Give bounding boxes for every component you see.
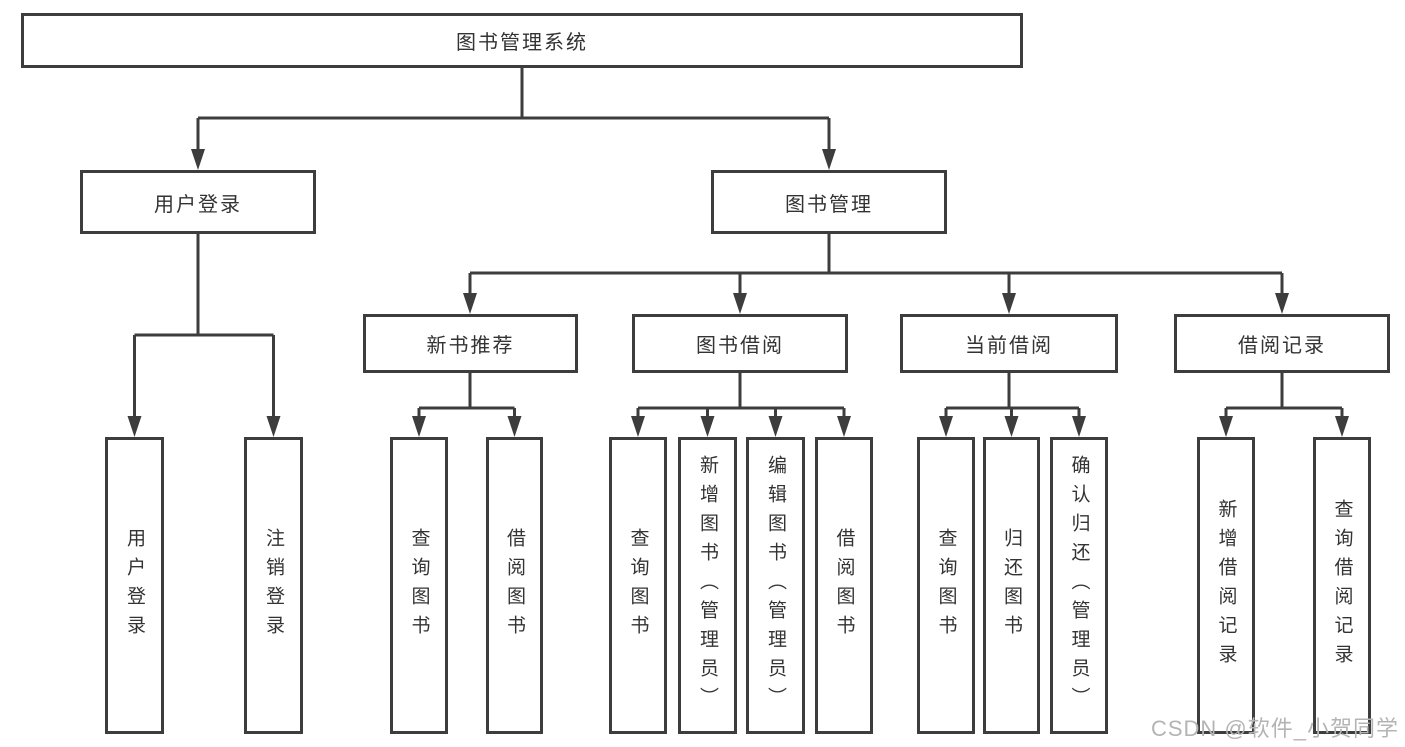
node-label: 查询借阅记录	[1331, 498, 1353, 673]
node-label: 查询图书	[627, 527, 649, 644]
node-label: 新增图书（管理员）	[697, 455, 718, 716]
leaf-borrow-query-books: 查询图书	[609, 437, 667, 734]
node-label: 确认归还（管理员）	[1068, 455, 1090, 716]
node-label: 用户登录	[124, 527, 145, 644]
node-label: 当前借阅	[965, 335, 1053, 357]
node-label: 图书管理系统	[456, 32, 588, 54]
node-label: 查询图书	[935, 527, 957, 644]
node-label: 图书借阅	[696, 335, 784, 357]
node-library-system: 图书管理系统	[21, 13, 1023, 68]
leaf-records-query-record: 查询借阅记录	[1313, 437, 1371, 734]
leaf-current-confirm-return-admin: 确认归还（管理员）	[1050, 437, 1108, 734]
node-book-management: 图书管理	[711, 170, 947, 234]
node-label: 借阅记录	[1238, 335, 1326, 357]
csdn-watermark: CSDN @软件_小贺同学	[1150, 716, 1399, 741]
node-label: 新书推荐	[426, 335, 515, 357]
node-label: 查询图书	[408, 527, 430, 644]
node-label: 注销登录	[263, 527, 284, 644]
leaf-user-login: 用户登录	[105, 437, 164, 734]
node-user-login: 用户登录	[80, 170, 316, 234]
node-new-book-recommend: 新书推荐	[363, 314, 578, 373]
leaf-current-return-books: 归还图书	[983, 437, 1040, 734]
leaf-logout: 注销登录	[244, 437, 303, 734]
node-label: 借阅图书	[833, 527, 855, 644]
leaf-borrow-add-books-admin: 新增图书（管理员）	[678, 437, 737, 734]
node-current-borrow: 当前借阅	[900, 314, 1118, 373]
leaf-current-query-books: 查询图书	[917, 437, 975, 734]
leaf-recommend-query-books: 查询图书	[390, 437, 448, 734]
node-borrow-records: 借阅记录	[1174, 314, 1390, 373]
node-label: 归还图书	[1001, 527, 1022, 644]
node-book-borrow: 图书借阅	[632, 314, 848, 373]
node-label: 用户登录	[154, 193, 242, 216]
leaf-borrow-edit-books-admin: 编辑图书（管理员）	[746, 437, 805, 734]
node-label: 图书管理	[785, 193, 873, 216]
leaf-recommend-borrow-books: 借阅图书	[486, 437, 543, 734]
node-label: 新增借阅记录	[1215, 498, 1237, 673]
leaf-borrow-borrow-books: 借阅图书	[815, 437, 873, 734]
node-label: 编辑图书（管理员）	[765, 455, 786, 716]
leaf-records-add-record: 新增借阅记录	[1197, 437, 1255, 734]
node-label: 借阅图书	[504, 527, 525, 644]
